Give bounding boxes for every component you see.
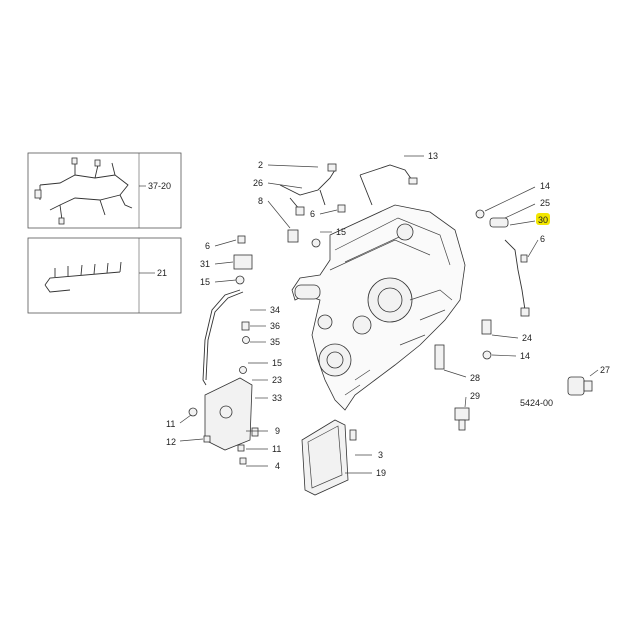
callout-33: 33	[272, 393, 282, 403]
sensor-8: 8	[258, 196, 299, 243]
callout-2: 2	[258, 160, 263, 170]
callout-9: 9	[275, 426, 280, 436]
callout-25: 25	[540, 198, 550, 208]
callout-6-right: 6	[540, 234, 545, 244]
callout-14-right: 14	[520, 351, 530, 361]
callout-24: 24	[522, 333, 532, 343]
callout-28: 28	[470, 373, 480, 383]
callout-29: 29	[470, 391, 480, 401]
callout-8: 8	[258, 196, 263, 206]
bolt-6-top: 6	[310, 204, 346, 219]
sensor-31: 6 31 15	[200, 235, 253, 287]
callout-35: 35	[270, 337, 280, 347]
callout-34: 34	[270, 305, 280, 315]
callout-11-right: 11	[272, 444, 281, 454]
callout-6-left: 6	[205, 241, 210, 251]
callout-36: 36	[270, 321, 280, 331]
engine-block	[291, 204, 466, 411]
callout-37-20: 37-20	[148, 181, 171, 191]
sensor-13: 13	[359, 151, 438, 206]
harness-inset-37-20: 37-20	[27, 152, 182, 229]
callout-11-left: 11	[166, 419, 175, 429]
callout-19: 19	[376, 468, 386, 478]
callout-6-top: 6	[310, 209, 315, 219]
sensor-28: 28	[434, 344, 480, 383]
callout-23: 23	[272, 375, 282, 385]
callout-12: 12	[166, 437, 176, 447]
callout-26: 26	[253, 178, 263, 188]
connector-27: 27	[567, 365, 610, 396]
ecu-bracket-23: 15 23 33 11 12 9 11 4	[166, 358, 282, 471]
callout-30-highlight	[536, 213, 550, 225]
callout-4: 4	[275, 461, 280, 471]
sensor-30-group: 14 25 30 6	[475, 181, 550, 317]
callout-31: 31	[200, 259, 210, 269]
sensor-24: 24 14	[481, 319, 532, 361]
callout-30: 30	[538, 215, 548, 225]
callout-3: 3	[378, 450, 383, 460]
sensor-29: 29	[454, 391, 480, 431]
callout-27: 27	[600, 365, 610, 375]
sensor-2-26: 2 26	[253, 160, 337, 216]
harness-inset-21: 21	[27, 237, 182, 314]
callout-21: 21	[157, 268, 167, 278]
washer-15-top: 15	[311, 227, 346, 248]
callout-15-left: 15	[200, 277, 210, 287]
callout-14-top: 14	[540, 181, 550, 191]
drawing-code: 5424-00	[520, 398, 553, 408]
callout-13: 13	[428, 151, 438, 161]
callout-15-top: 15	[336, 227, 346, 237]
callout-15-mid: 15	[272, 358, 282, 368]
oil-pipe-34: 34 36 35	[202, 289, 280, 386]
ecu-19: 3 19	[301, 419, 386, 496]
